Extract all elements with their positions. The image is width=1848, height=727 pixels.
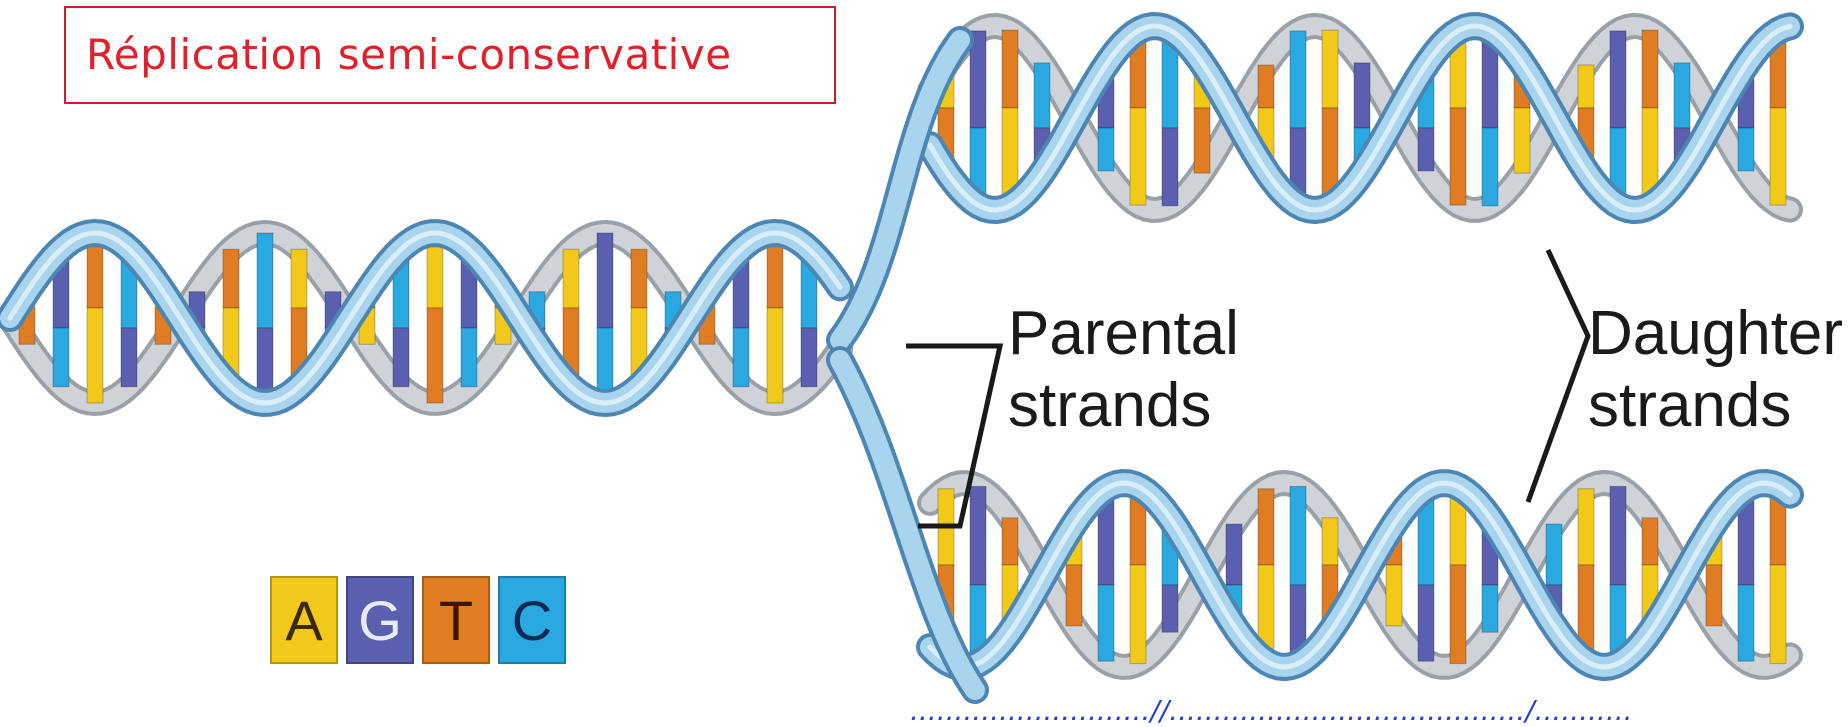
base-pair-bar xyxy=(970,486,986,585)
base-pair-bar xyxy=(767,308,783,403)
base-pair-bar xyxy=(1642,518,1658,565)
base-pair-bar xyxy=(1674,63,1690,128)
base-pair-bar xyxy=(1386,565,1402,626)
base-pair-bar xyxy=(1002,30,1018,108)
base-pair-bar xyxy=(1034,63,1050,128)
base-pair-bar xyxy=(733,328,749,387)
replication-fork xyxy=(840,40,975,690)
daughter-helix-upper xyxy=(930,26,1790,210)
base-pair-bar xyxy=(1578,65,1594,108)
legend-letter-a: A xyxy=(285,588,322,653)
legend-letter-g: G xyxy=(358,588,402,653)
base-pair-bar xyxy=(427,308,443,403)
daughter-strands-label: Daughter strands xyxy=(1588,298,1843,442)
legend-key-t: T xyxy=(422,576,490,664)
legend-key-c: C xyxy=(498,576,566,664)
base-pair-bar xyxy=(257,233,273,328)
legend-key-a: A xyxy=(270,576,338,664)
base-pair-bar xyxy=(1258,489,1274,565)
base-pair-bar xyxy=(1194,108,1210,173)
legend-key-g: G xyxy=(346,576,414,664)
base-pair-bar xyxy=(1322,518,1338,565)
base-pair-bar xyxy=(1290,486,1306,585)
base-pair-bar xyxy=(121,328,137,387)
base-pair-bar xyxy=(1322,30,1338,108)
base-pair-bar xyxy=(1738,128,1754,171)
base-pair-bar xyxy=(1770,108,1786,205)
legend-letter-c: C xyxy=(512,588,552,653)
parental-strands-label: Parental strands xyxy=(1008,298,1239,442)
base-pair-bar xyxy=(1482,128,1498,206)
base-pair-bar xyxy=(1514,108,1530,173)
parental-label-line1: Parental xyxy=(1008,298,1239,370)
base-pair-bar xyxy=(1706,565,1722,626)
parental-label-line2: strands xyxy=(1008,370,1239,442)
daughter-label-line2: strands xyxy=(1588,370,1843,442)
legend-letter-t: T xyxy=(439,588,473,653)
base-pair-bar xyxy=(1002,518,1018,565)
base-pair-bar xyxy=(1098,585,1114,661)
base-pair-bar xyxy=(87,308,103,403)
base-pair-bar xyxy=(631,249,647,308)
base-pair-bar xyxy=(1418,128,1434,171)
base-pair-bar xyxy=(1482,585,1498,632)
title-box: Réplication semi-conservative xyxy=(64,6,836,104)
base-pair-bar xyxy=(1578,489,1594,565)
diagram-title: Réplication semi-conservative xyxy=(86,30,732,79)
base-pair-bar xyxy=(1450,565,1466,664)
base-legend: A G T C xyxy=(270,576,566,664)
base-pair-bar xyxy=(1162,585,1178,632)
base-pair-bar xyxy=(1226,524,1242,585)
base-pair-bar xyxy=(1066,565,1082,626)
base-pair-bar xyxy=(563,249,579,308)
base-pair-bar xyxy=(1738,585,1754,661)
base-pair-bar xyxy=(1546,524,1562,585)
base-pair-bar xyxy=(1610,31,1626,128)
base-pair-bar xyxy=(1098,128,1114,171)
base-pair-bar xyxy=(393,328,409,387)
base-pair-bar xyxy=(53,328,69,387)
source-text-cropped: ...........................//...........… xyxy=(910,694,1633,727)
base-pair-bar xyxy=(1450,108,1466,205)
base-pair-bar xyxy=(1130,565,1146,664)
base-pair-bar xyxy=(597,233,613,328)
base-pair-bar xyxy=(1258,65,1274,108)
base-pair-bar xyxy=(1354,63,1370,128)
daughter-pointer-line xyxy=(1528,250,1588,502)
base-pair-bar xyxy=(223,249,239,308)
base-pair-bar xyxy=(461,328,477,387)
base-pair-bar xyxy=(1418,585,1434,661)
base-pair-bar xyxy=(1290,31,1306,128)
parental-helix xyxy=(10,233,840,403)
base-pair-bar xyxy=(1770,565,1786,664)
base-pair-bar xyxy=(1130,108,1146,205)
daughter-helix-lower xyxy=(930,483,1790,667)
daughter-label-line1: Daughter xyxy=(1588,298,1843,370)
base-pair-bar xyxy=(801,328,817,387)
base-pair-bar xyxy=(1610,486,1626,585)
base-pair-bar xyxy=(291,249,307,308)
base-pair-bar xyxy=(1162,128,1178,206)
base-pair-bar xyxy=(1642,30,1658,108)
